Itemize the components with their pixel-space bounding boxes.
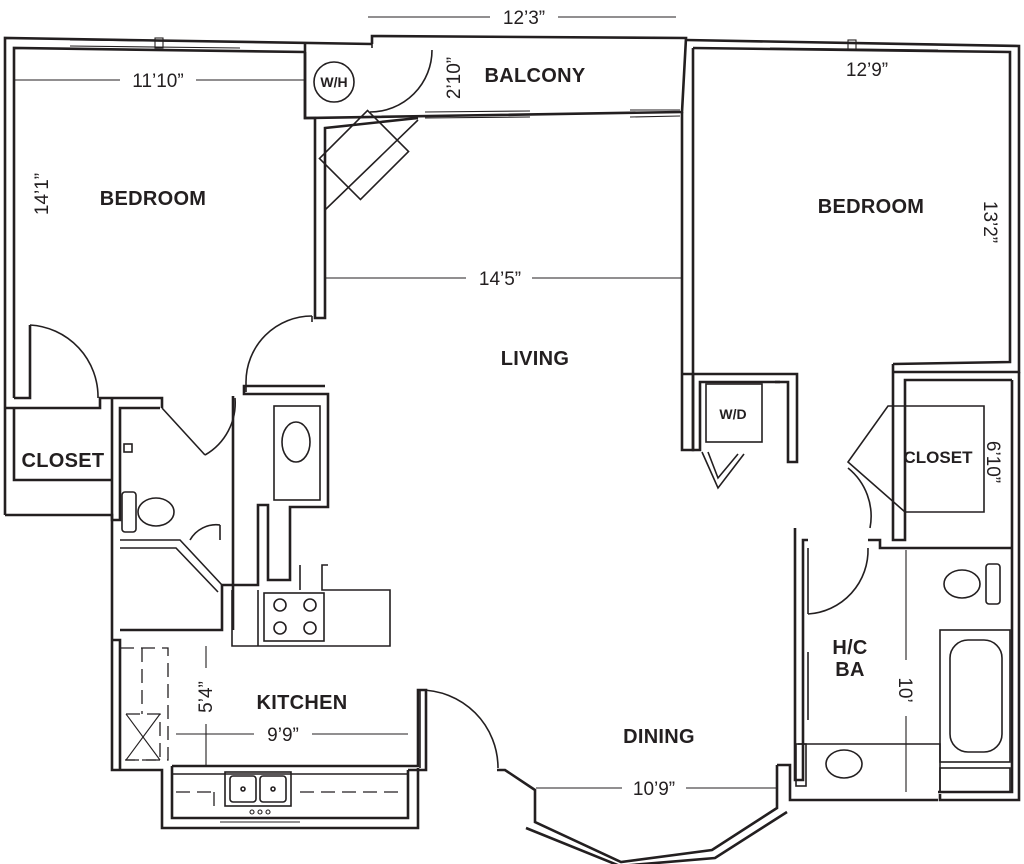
toilet-icon-right xyxy=(943,563,1001,605)
room-label-kitchen: KITCHEN xyxy=(257,692,348,714)
dimension-lines xyxy=(14,16,907,792)
room-label-bath-line1: H/C xyxy=(832,637,867,659)
room-label-bedroom-right: BEDROOM xyxy=(818,196,925,218)
dim-bedroom-right-width: 12’9” xyxy=(846,60,888,81)
room-label-closet-right: CLOSET xyxy=(904,448,974,467)
dim-dining-width: 10’9” xyxy=(633,779,675,800)
range-icon xyxy=(263,592,325,642)
dimension-labels: 12’3” 2’10” 11’10” 14’1” 12’9” 13’2” 14’… xyxy=(32,8,1003,800)
dim-closet-right-depth: 6’10” xyxy=(982,441,1003,483)
room-label-dining: DINING xyxy=(623,726,695,748)
sink-icon xyxy=(281,421,311,463)
sink-icon-right xyxy=(825,749,863,779)
dim-balcony-width: 12’3” xyxy=(503,8,545,29)
dim-kitchen-width: 9’9” xyxy=(267,725,299,746)
water-heater-label: W/H xyxy=(320,74,347,90)
dim-bath-depth: 10’ xyxy=(894,677,915,702)
washer-dryer-label: W/D xyxy=(719,406,746,422)
doors xyxy=(29,49,872,769)
kitchen-sink-icon xyxy=(224,771,292,815)
room-labels: BEDROOM BEDROOM BALCONY LIVING CLOSET CL… xyxy=(22,65,974,748)
fixtures: W/H W/D xyxy=(120,61,1001,815)
room-label-bedroom-left: BEDROOM xyxy=(100,188,207,210)
dim-bedroom-right-depth: 13’2” xyxy=(979,201,1000,243)
water-heater-icon xyxy=(313,61,355,103)
window-marks xyxy=(69,37,939,823)
interior-walls xyxy=(5,48,1012,793)
room-label-bath-line2: BA xyxy=(835,659,865,681)
dim-living-width: 14’5” xyxy=(479,269,521,290)
dim-kitchen-depth: 5’4” xyxy=(196,681,217,713)
dim-balcony-depth: 2’10” xyxy=(444,57,465,99)
outer-walls xyxy=(3,34,1021,864)
toilet-icon-left xyxy=(121,491,175,533)
room-label-balcony: BALCONY xyxy=(485,65,586,87)
room-label-closet-left: CLOSET xyxy=(22,450,105,472)
dim-bedroom-left-width: 11’10” xyxy=(132,71,183,92)
room-label-living: LIVING xyxy=(501,348,569,370)
dim-bedroom-left-depth: 14’1” xyxy=(32,173,53,215)
